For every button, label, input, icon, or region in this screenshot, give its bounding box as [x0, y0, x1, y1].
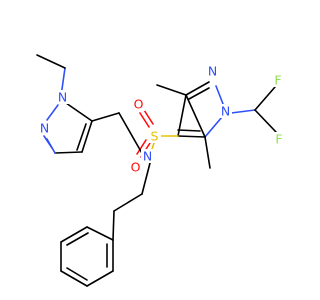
bond	[54, 151, 83, 154]
bond	[204, 136, 211, 169]
bond	[66, 267, 88, 281]
bond	[91, 112, 120, 122]
atom-label-n: N	[221, 104, 230, 119]
bond	[76, 123, 87, 151]
bond	[254, 86, 276, 111]
bond	[86, 226, 114, 241]
atom-label-o: O	[134, 97, 144, 112]
bond	[65, 102, 93, 122]
bond	[254, 109, 277, 133]
bond	[60, 270, 88, 287]
bond	[60, 226, 88, 243]
bond	[185, 81, 210, 96]
bond	[136, 139, 147, 155]
bond	[66, 232, 89, 246]
bond	[113, 193, 143, 212]
bond	[139, 112, 150, 128]
bond	[141, 162, 151, 195]
bond	[118, 112, 144, 156]
bond	[143, 109, 154, 125]
atom-label-f: F	[274, 73, 281, 88]
atom-label-o: O	[131, 160, 141, 175]
atom-label-f: F	[275, 132, 282, 147]
bond	[86, 270, 114, 287]
bond	[177, 135, 206, 138]
bond	[204, 116, 223, 138]
bond	[177, 129, 201, 132]
bond	[112, 210, 115, 241]
bond	[185, 94, 206, 138]
bond	[156, 84, 187, 96]
atom-label-n: N	[58, 90, 67, 105]
bond	[177, 94, 187, 137]
atom-label-n: N	[143, 149, 152, 164]
bond	[36, 54, 66, 69]
structure-diagram: N N N N S O O N F F	[36, 54, 283, 287]
bond	[230, 109, 256, 114]
bond	[188, 87, 210, 100]
atom-label-n: N	[208, 64, 217, 79]
bond	[81, 120, 93, 153]
atom-label-n: N	[40, 121, 49, 136]
atom-label-s: S	[151, 129, 159, 144]
bond	[46, 104, 59, 121]
bond	[43, 135, 53, 149]
